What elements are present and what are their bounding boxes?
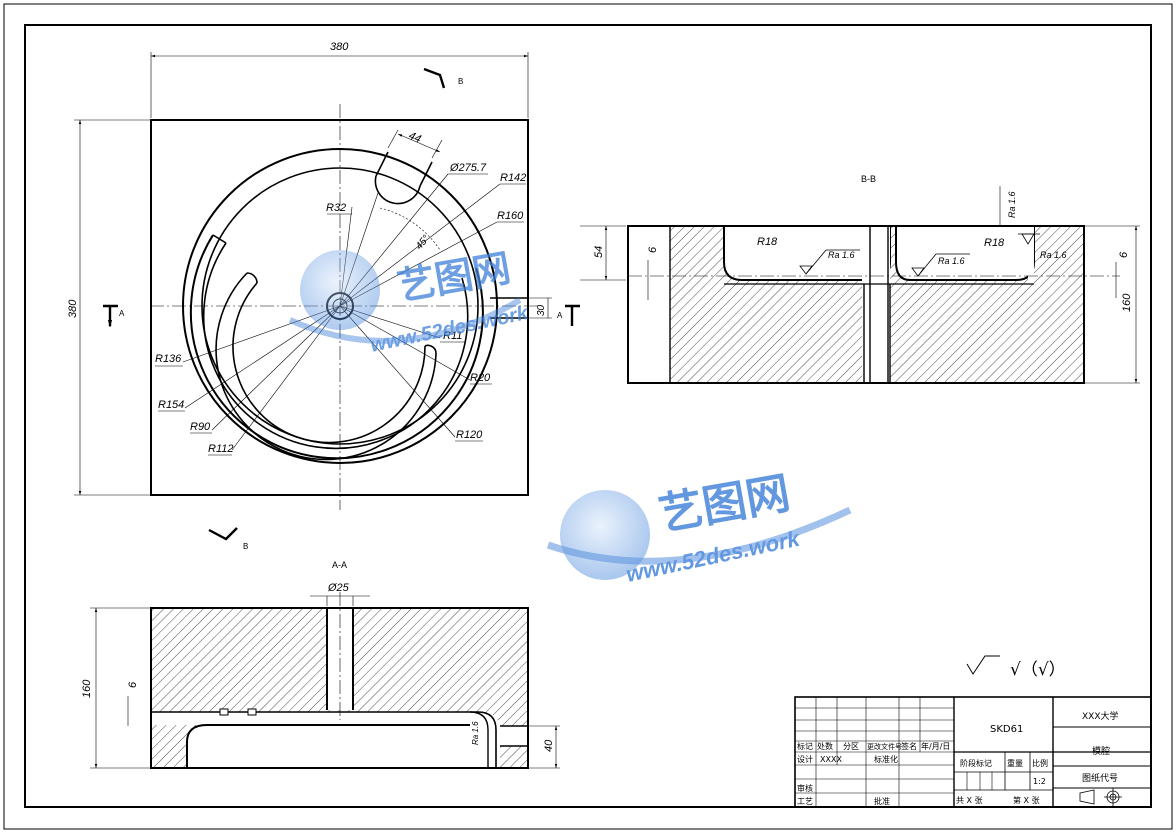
tb-approve: 批准	[874, 796, 890, 806]
dim-40: 40	[543, 739, 555, 752]
section-mark-a-left: A	[119, 309, 125, 318]
dim-r120: R120	[456, 429, 483, 441]
dim-r20: R20	[470, 372, 491, 384]
dim-r154: R154	[158, 399, 184, 411]
tb-standardize: 标准化	[874, 754, 898, 764]
dim-160-bb: 160	[1121, 293, 1133, 312]
tb-rev-h0: 标记	[797, 741, 813, 751]
roughness-2: Ra 1.6	[938, 256, 965, 266]
dim-380-horizontal: 380	[330, 41, 349, 53]
dim-30: 30	[536, 304, 547, 316]
tb-university: XXX大学	[1082, 710, 1119, 722]
tb-scale: 1:2	[1033, 777, 1046, 786]
dim-6-right: 6	[1118, 251, 1130, 258]
tb-designer: XXXX	[820, 755, 842, 764]
watermark-2: 艺图网 www.52des.work	[546, 468, 852, 587]
watermark-1: 艺图网 www.52des.work	[288, 246, 531, 357]
dim-r11: R11	[443, 330, 462, 342]
section-mark-b-bottom: B	[243, 542, 248, 551]
tb-rev-h1: 处数	[817, 741, 833, 751]
dim-r160: R160	[497, 210, 524, 222]
dim-phi275: Ø275.7	[449, 162, 487, 174]
tb-sheets-total: 共 X 张	[956, 796, 983, 805]
dim-r90: R90	[190, 421, 211, 433]
roughness-1: Ra 1.6	[828, 250, 855, 260]
watermark-brand-1: 艺图网	[394, 246, 514, 309]
watermark-url-1: www.52des.work	[368, 302, 530, 357]
roughness-note-text: √（√）	[1010, 660, 1066, 680]
general-roughness-note: √（√）	[966, 655, 1066, 680]
drawing-frame	[3, 3, 1173, 830]
dim-r136: R136	[155, 353, 182, 365]
tb-part-name: 模腔	[1092, 745, 1110, 757]
tb-rev-h4: 签名	[901, 741, 917, 751]
tb-stage-mark: 阶段标记	[960, 758, 992, 768]
tb-weight: 重量	[1007, 758, 1023, 768]
bb-outline	[627, 225, 1085, 384]
tb-review: 审核	[797, 783, 813, 793]
tb-rev-h3: 更改文件号	[867, 742, 902, 751]
dim-44: 44	[407, 130, 423, 146]
dim-160-aa: 160	[81, 679, 93, 698]
tb-design-label: 设计	[797, 754, 813, 764]
dim-r112: R112	[208, 443, 233, 455]
roughness-aa: Ra 1.6	[471, 721, 480, 745]
roughness-3: Ra 1.6	[1040, 250, 1067, 260]
section-aa-title: A-A	[332, 560, 347, 570]
section-a-a: A-A Ø25 160 6 40 Ra 1.6	[81, 560, 560, 769]
watermark-url-2: www.52des.work	[624, 525, 804, 587]
tb-rev-h2: 分区	[843, 742, 859, 751]
spiral-channel-outer	[189, 234, 484, 460]
cavity-circle-outer	[182, 148, 498, 464]
spiral-channel-inner	[215, 272, 437, 461]
dim-54: 54	[593, 246, 605, 258]
title-block: SKD61 XXX大学 模腔 图纸代号 标记 处数 分区 更改文件号 签名 年/…	[794, 696, 1152, 808]
top-view: 380 380 44 Ø275.7 R142 R160 R32 45° R136…	[67, 41, 580, 551]
plate-outline	[150, 119, 529, 496]
dim-r18-right: R18	[984, 237, 1005, 249]
section-mark-a-right: A	[557, 311, 563, 320]
dim-380-vertical: 380	[67, 299, 79, 318]
dim-r18-left: R18	[757, 236, 778, 248]
tb-scale-label: 比例	[1032, 758, 1048, 768]
tb-rev-h5: 年/月/日	[921, 741, 950, 751]
section-b-b: B-B	[580, 174, 1140, 384]
section-mark-b-top: B	[458, 77, 463, 86]
tb-material: SKD61	[990, 724, 1023, 735]
roughness-4: Ra 1.6	[1007, 191, 1017, 218]
dim-6-aa: 6	[127, 681, 139, 688]
dim-45deg: 45°	[414, 233, 432, 252]
notch-r32	[374, 175, 421, 205]
tb-process: 工艺	[797, 797, 813, 806]
dim-6-left: 6	[647, 246, 659, 253]
tb-drawing-no: 图纸代号	[1082, 772, 1118, 784]
tb-sheet-no: 第 X 张	[1013, 795, 1040, 805]
dim-r142: R142	[500, 172, 526, 184]
aa-outline	[150, 607, 529, 769]
dim-phi25: Ø25	[327, 582, 350, 594]
section-bb-title: B-B	[861, 174, 876, 184]
dim-r32: R32	[326, 202, 346, 214]
